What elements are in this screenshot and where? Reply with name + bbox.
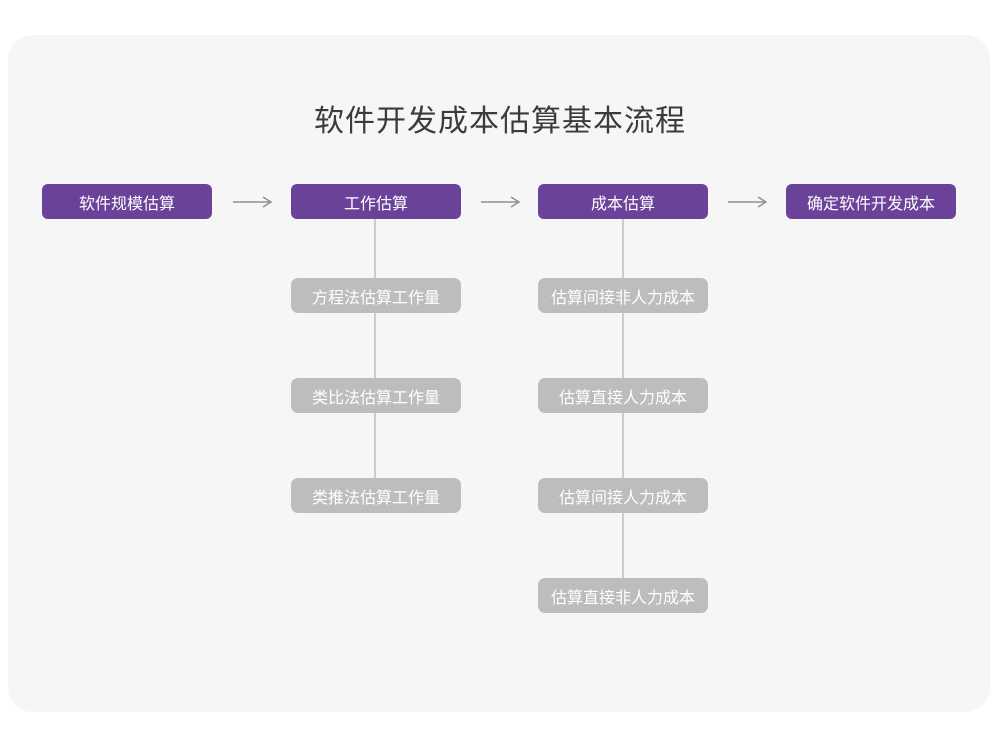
work-method-label: 类推法估算工作量 — [311, 489, 440, 507]
stage-cost-estimation: 成本估算 — [538, 184, 708, 219]
stage-label: 确定软件开发成本 — [806, 195, 935, 213]
stage-determine-dev-cost: 确定软件开发成本 — [786, 184, 956, 219]
arrow-right-icon — [727, 195, 769, 209]
work-method-node-extrapolation: 类推法估算工作量 — [291, 478, 461, 513]
stage-work-estimation: 工作估算 — [291, 184, 461, 219]
cost-item-label: 估算直接非人力成本 — [550, 589, 695, 607]
work-method-node-analogy: 类比法估算工作量 — [291, 378, 461, 413]
diagram-card — [8, 35, 990, 712]
connector-line-work-column — [374, 218, 376, 480]
arrow-right-icon — [480, 195, 522, 209]
stage-label: 工作估算 — [343, 195, 408, 213]
arrow-right-icon — [232, 195, 274, 209]
stage-label: 成本估算 — [590, 195, 655, 213]
work-method-label: 类比法估算工作量 — [311, 389, 440, 407]
cost-item-label: 估算直接人力成本 — [558, 389, 687, 407]
cost-item-node-direct-labor: 估算直接人力成本 — [538, 378, 708, 413]
stage-label: 软件规模估算 — [78, 195, 175, 213]
cost-item-node-indirect-nonlabor: 估算间接非人力成本 — [538, 278, 708, 313]
cost-item-label: 估算间接非人力成本 — [550, 289, 695, 307]
work-method-node-equation: 方程法估算工作量 — [291, 278, 461, 313]
cost-item-node-direct-nonlabor: 估算直接非人力成本 — [538, 578, 708, 613]
cost-item-label: 估算间接人力成本 — [558, 489, 687, 507]
stage-software-size-estimation: 软件规模估算 — [42, 184, 212, 219]
cost-item-node-indirect-labor: 估算间接人力成本 — [538, 478, 708, 513]
diagram-title: 软件开发成本估算基本流程 — [314, 105, 686, 138]
work-method-label: 方程法估算工作量 — [311, 289, 440, 307]
